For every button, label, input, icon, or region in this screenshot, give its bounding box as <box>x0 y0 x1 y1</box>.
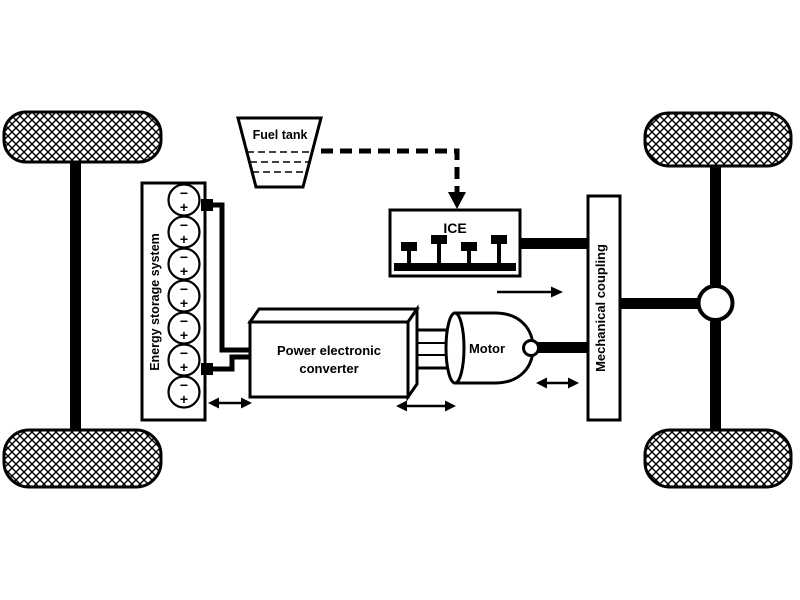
cell-minus: − <box>180 377 188 393</box>
cell-plus: + <box>180 199 188 215</box>
cell-minus: − <box>180 345 188 361</box>
battery-wire-bottom <box>213 354 252 372</box>
bidirectional-arrow-battery-converter <box>208 397 252 409</box>
fuel-tank-body <box>236 116 323 189</box>
power-electronic-converter: Power electronic converter <box>247 304 420 402</box>
cell-plus: + <box>180 359 188 375</box>
wheel-rear-right <box>643 428 793 489</box>
motor-label: Motor <box>469 341 505 356</box>
fuel-level-lines <box>247 151 312 173</box>
battery-cells: − + − + − + − + − + <box>167 183 201 409</box>
wheel-front-right <box>643 111 793 168</box>
ice-flow-arrow <box>497 286 563 298</box>
fuel-tank: Fuel tank <box>236 116 323 189</box>
ice-crankcase-bar <box>394 263 516 271</box>
battery-wire-top <box>213 202 252 353</box>
cell-minus: − <box>180 217 188 233</box>
converter-front-face <box>248 320 410 399</box>
cell-minus: − <box>180 185 188 201</box>
differential-circle <box>696 284 735 322</box>
motor-to-coupling-shaft <box>525 342 590 353</box>
mechanical-coupling-label: Mechanical coupling <box>593 244 608 372</box>
battery-cell: − + <box>167 279 201 313</box>
mechanical-coupling-box: Mechanical coupling <box>586 194 622 422</box>
converter-label-line2: converter <box>299 361 358 376</box>
fuel-tank-label: Fuel tank <box>253 128 308 142</box>
motor: Motor <box>444 311 540 385</box>
cell-minus: − <box>180 249 188 265</box>
coupling-to-axle-shaft <box>619 298 700 309</box>
converter-top-face <box>247 307 420 324</box>
battery-terminal-top <box>201 199 213 211</box>
left-axle <box>70 158 81 436</box>
battery-cell: − + <box>167 343 201 377</box>
battery-cell: − + <box>167 183 201 217</box>
battery-cell: − + <box>167 375 201 409</box>
battery-cell: − + <box>167 215 201 249</box>
cell-plus: + <box>180 263 188 279</box>
fuel-line-arrow <box>321 148 466 209</box>
ice-to-coupling-link <box>519 238 590 249</box>
energy-storage-label: Energy storage system <box>148 233 162 371</box>
cell-plus: + <box>180 231 188 247</box>
energy-storage-system: Energy storage system − + − + − + − + <box>140 181 213 422</box>
cell-plus: + <box>180 391 188 407</box>
battery-cell: − + <box>167 247 201 281</box>
battery-terminal-bottom <box>201 363 213 375</box>
cell-plus: + <box>180 295 188 311</box>
wheel-rear-left <box>2 428 163 489</box>
wheel-front-left <box>2 110 163 164</box>
battery-cell: − + <box>167 311 201 345</box>
motor-end-cap <box>444 311 466 385</box>
bidirectional-arrow-converter-motor <box>396 400 456 412</box>
cell-plus: + <box>180 327 188 343</box>
ice-pistons <box>401 235 507 263</box>
fuel-line-arrowhead <box>448 192 466 209</box>
ice-label: ICE <box>443 220 466 236</box>
cell-minus: − <box>180 281 188 297</box>
converter-label-line1: Power electronic <box>277 343 381 358</box>
cell-minus: − <box>180 313 188 329</box>
battery-wires <box>213 202 252 372</box>
ice-box: ICE <box>388 208 522 278</box>
motor-shaft-circle <box>522 339 540 357</box>
bidirectional-arrow-motor-coupling <box>536 377 579 389</box>
